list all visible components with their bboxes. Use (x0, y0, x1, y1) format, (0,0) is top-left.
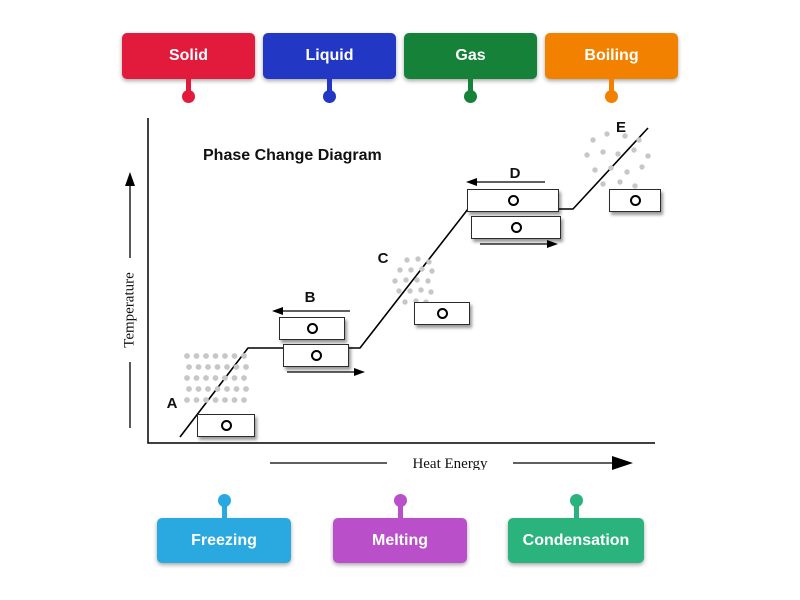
x-axis-arrowhead (612, 456, 633, 470)
drop-target-circle-icon (507, 195, 519, 206)
pin-stem (186, 79, 191, 93)
label-tile-gas[interactable]: Gas (404, 33, 537, 103)
point-label-b: B (305, 289, 316, 306)
y-axis-arrowhead (125, 172, 135, 186)
drop-zone-e[interactable] (609, 189, 661, 212)
drop-target-circle-icon (629, 195, 641, 206)
right-arrowhead-d (547, 240, 558, 248)
label-tile-text: Gas (455, 47, 486, 64)
pin-dot-icon (464, 90, 477, 103)
point-label-a: A (167, 395, 178, 412)
drop-target-circle-icon (306, 323, 318, 334)
drop-target-circle-icon (310, 350, 322, 361)
phase-change-plot: Temperature Phase Change Diagram A B C D… (121, 118, 655, 470)
pin-stem (397, 504, 403, 518)
point-label-c: C (378, 250, 389, 267)
pin-stem (327, 79, 332, 93)
heating-curve (179, 127, 649, 438)
label-tile-solid[interactable]: Solid (122, 33, 255, 103)
label-tile-text: Liquid (305, 47, 354, 64)
drop-zone-b-lower[interactable] (283, 344, 349, 367)
pin-dot-icon (569, 494, 583, 507)
y-axis-label: Temperature (121, 272, 137, 348)
pin-dot-icon (323, 90, 336, 103)
x-axis-label: Heat Energy (412, 456, 488, 470)
drop-target-circle-icon (436, 308, 448, 319)
pin-stem (221, 504, 227, 518)
pin-stem (468, 79, 473, 93)
drop-zone-d-upper[interactable] (467, 189, 559, 212)
point-label-d: D (510, 165, 521, 182)
left-arrowhead-b (272, 307, 283, 315)
label-tile-text: Boiling (584, 47, 639, 64)
point-label-e: E (616, 119, 626, 136)
left-arrowhead-d (466, 178, 477, 186)
label-tile-text: Condensation (522, 531, 630, 549)
pin-stem (609, 79, 614, 93)
process-direction-arrows (272, 178, 558, 376)
label-tile-freezing[interactable]: Freezing (157, 494, 291, 563)
drop-target-circle-icon (220, 420, 232, 431)
drop-zone-c[interactable] (414, 302, 470, 325)
label-tile-liquid[interactable]: Liquid (263, 33, 396, 103)
label-tile-condensation[interactable]: Condensation (508, 494, 644, 563)
pin-dot-icon (605, 90, 618, 103)
right-arrowhead-b (354, 368, 365, 376)
label-tile-boiling[interactable]: Boiling (545, 33, 678, 103)
drop-zone-a[interactable] (197, 414, 255, 437)
pin-dot-icon (393, 494, 407, 507)
drop-zone-d-lower[interactable] (471, 216, 561, 239)
drop-zone-b-upper[interactable] (279, 317, 345, 340)
label-tile-text: Solid (168, 47, 209, 64)
drop-target-circle-icon (510, 222, 522, 233)
molecule-dot-clusters (184, 131, 651, 403)
pin-dot-icon (182, 90, 195, 103)
plot-title: Phase Change Diagram (203, 147, 382, 164)
pin-dot-icon (217, 494, 231, 507)
plot-axes (147, 118, 655, 444)
label-tile-text: Freezing (191, 531, 257, 549)
label-tile-melting[interactable]: Melting (333, 494, 467, 563)
pin-stem (573, 504, 579, 518)
label-tile-text: Melting (372, 531, 428, 549)
